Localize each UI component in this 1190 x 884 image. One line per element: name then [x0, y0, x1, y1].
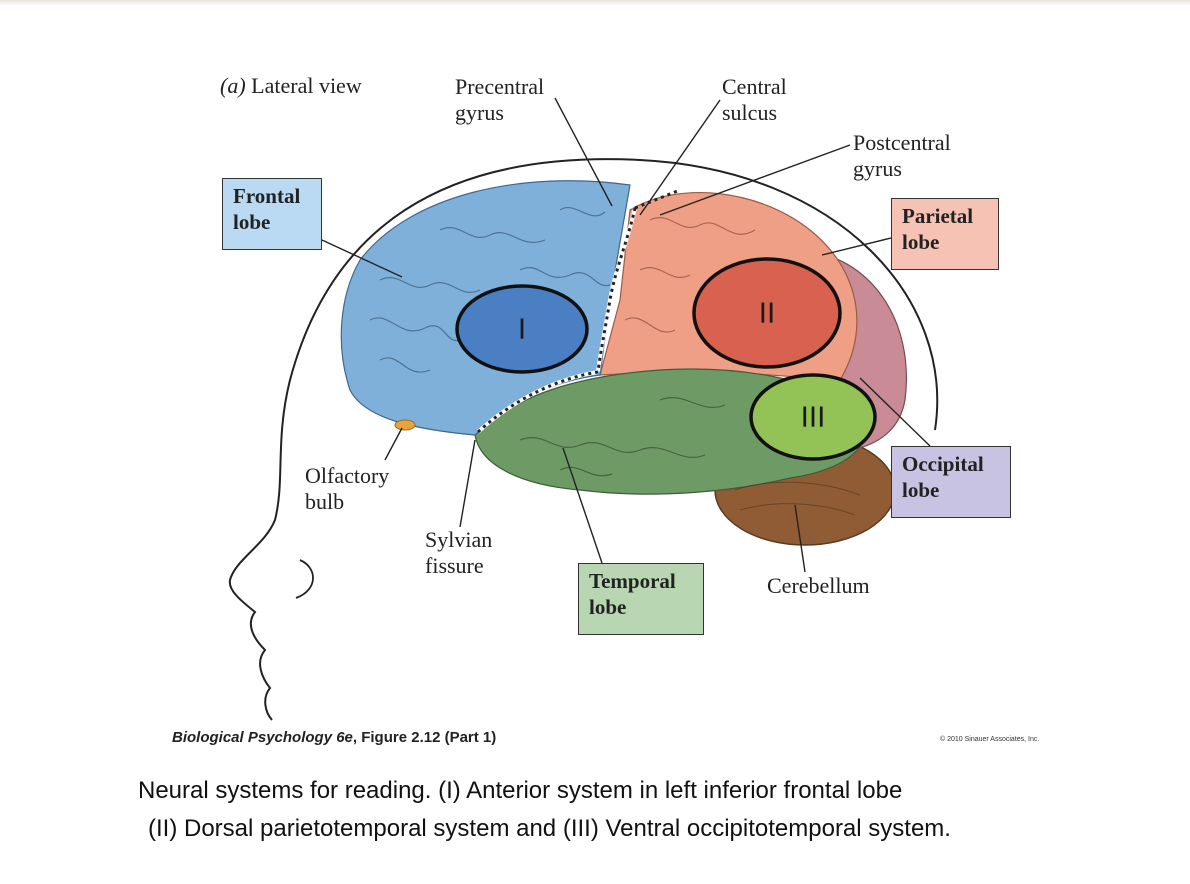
- caption-line-1: Neural systems for reading. (I) Anterior…: [138, 777, 903, 804]
- frontal-lobe-box: Frontal lobe: [222, 178, 322, 250]
- system-I-ellipse: [455, 284, 589, 374]
- system-II-ellipse: [692, 257, 842, 369]
- panel-letter: (a): [220, 73, 246, 98]
- central-sulcus-label: Central sulcus: [722, 74, 787, 125]
- precentral-gyrus-label: Precentral gyrus: [455, 74, 545, 125]
- head-outline: [228, 158, 939, 721]
- system-III-ellipse: [749, 373, 877, 461]
- system-II-label: II: [758, 296, 776, 330]
- panel-title: Lateral view: [251, 73, 362, 98]
- top-border: [0, 0, 1190, 6]
- caption-line-2: (II) Dorsal parietotemporal system and (…: [148, 815, 951, 842]
- system-I-label: I: [517, 312, 527, 346]
- postcentral-gyrus-label: Postcentral gyrus: [853, 130, 951, 181]
- panel-label: (a) Lateral view: [220, 73, 362, 99]
- occipital-lobe-box: Occipital lobe: [891, 446, 1011, 518]
- temporal-lobe-box: Temporal lobe: [578, 563, 704, 635]
- source-book: Biological Psychology 6e: [172, 729, 353, 746]
- copyright-notice: © 2010 Sinauer Associates, Inc.: [940, 736, 1040, 743]
- sylvian-fissure-label: Sylvian fissure: [425, 527, 493, 578]
- cerebellum-label: Cerebellum: [767, 573, 870, 598]
- parietal-lobe-box: Parietal lobe: [891, 198, 999, 270]
- olfactory-bulb-label: Olfactory bulb: [305, 463, 390, 514]
- figure-source: Biological Psychology 6e, Figure 2.12 (P…: [172, 729, 496, 746]
- source-figure: , Figure 2.12 (Part 1): [352, 729, 497, 746]
- system-III-label: III: [800, 400, 826, 434]
